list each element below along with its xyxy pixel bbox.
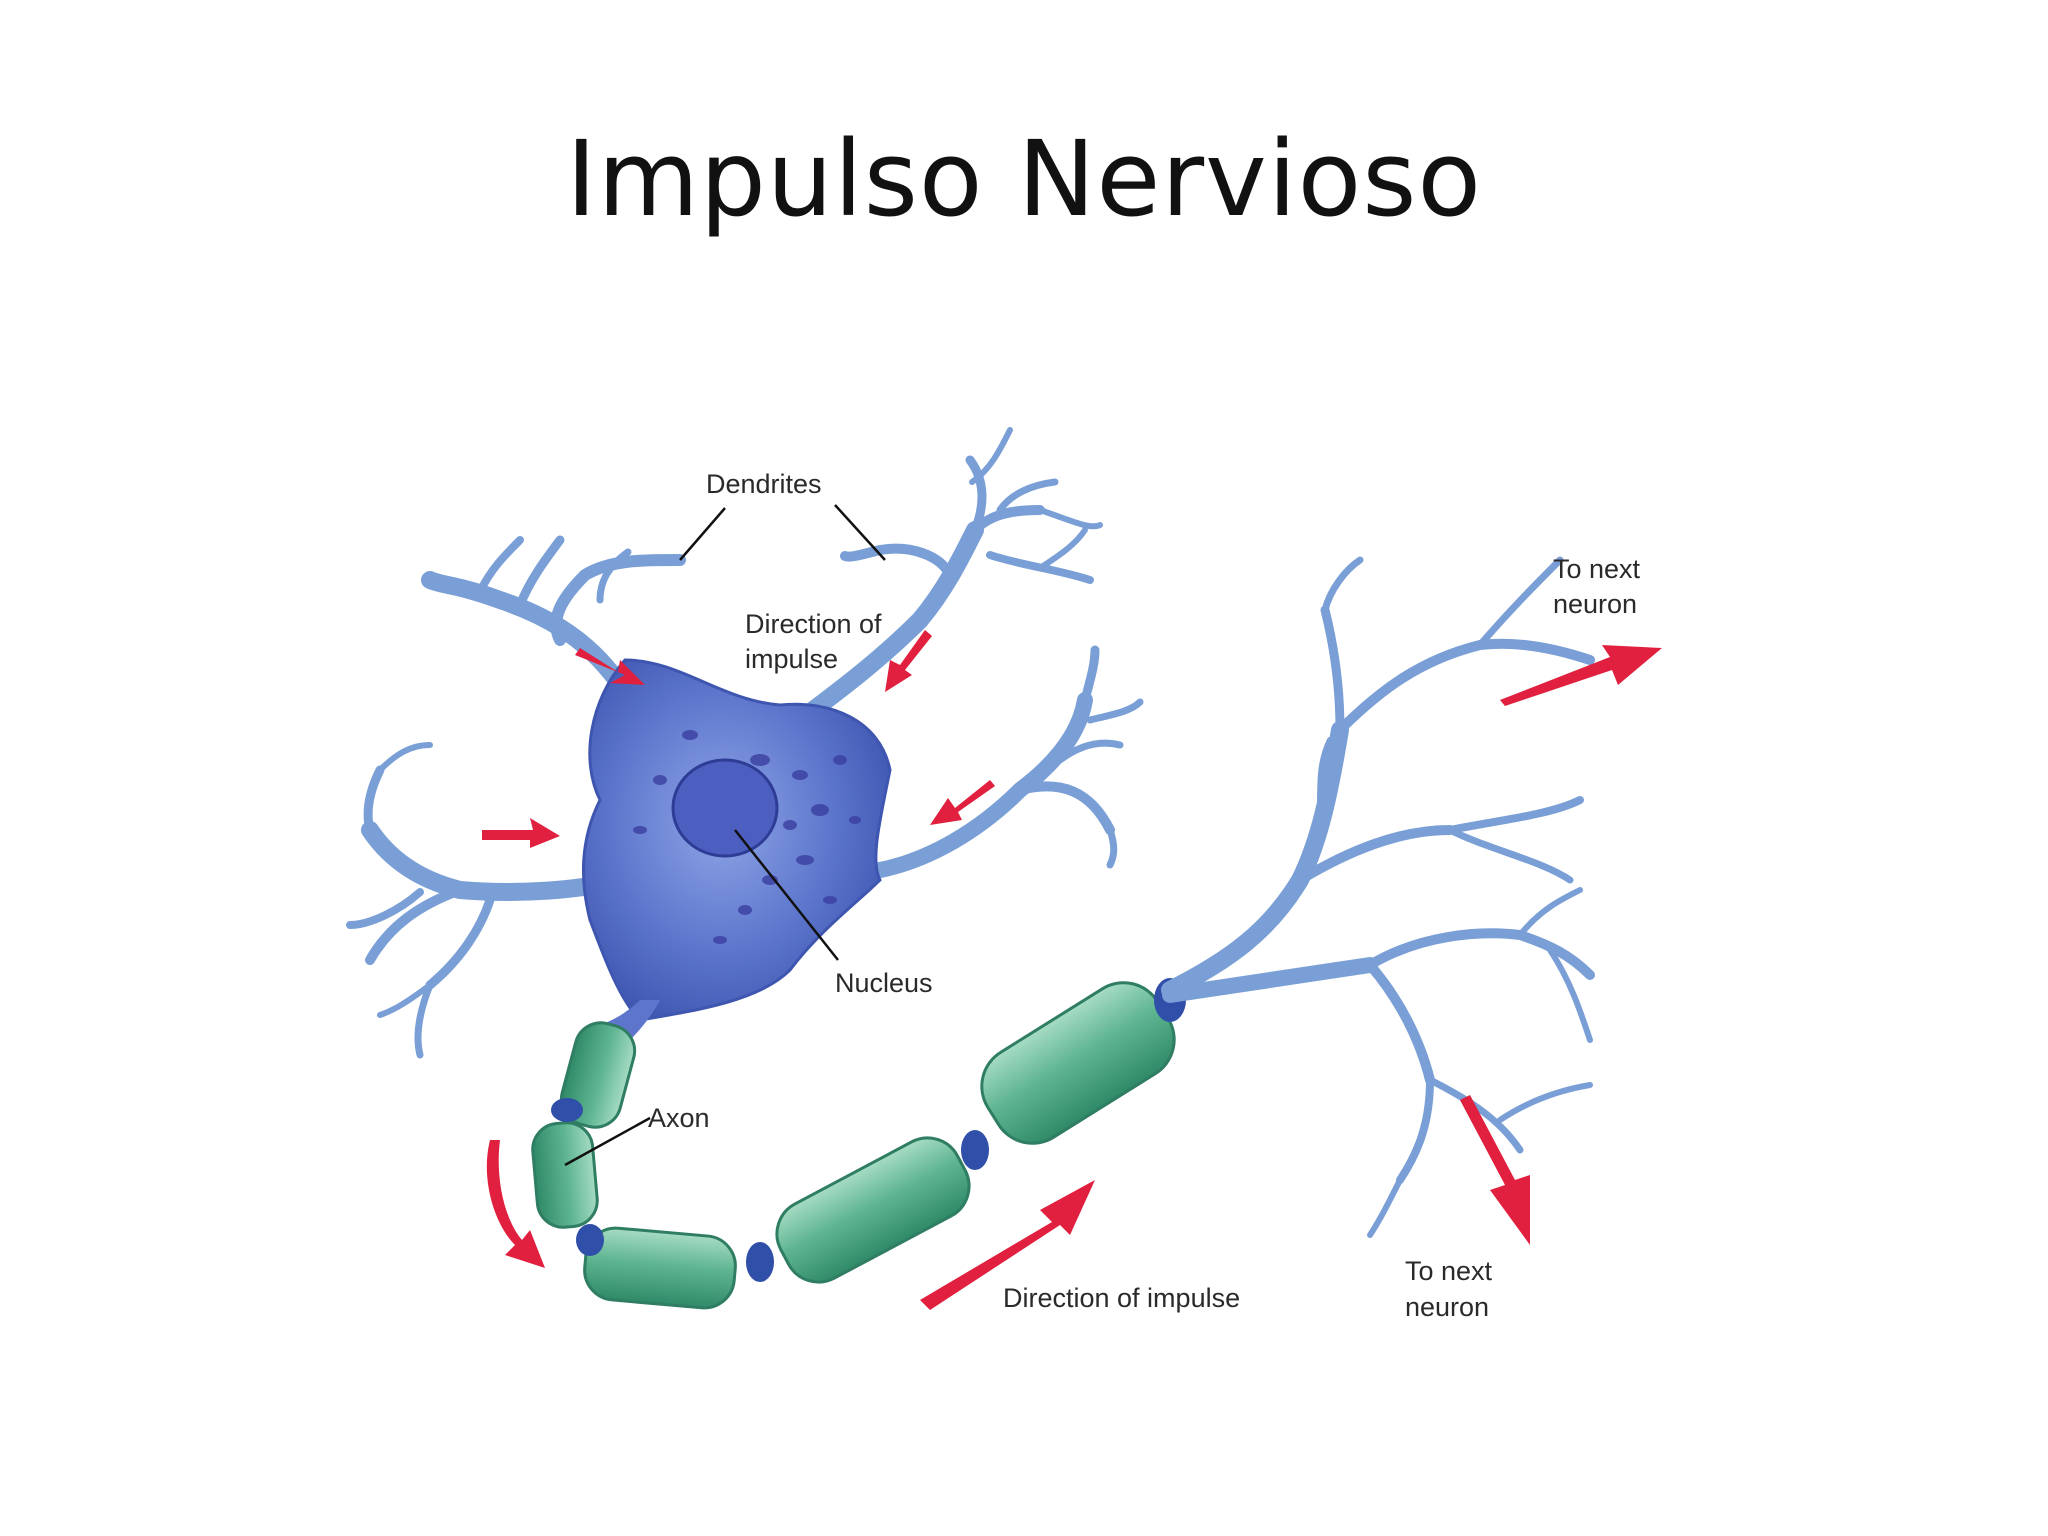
label-next-neuron-bottom: neuron (1405, 1292, 1489, 1322)
label-next-neuron-bottom: To next (1405, 1256, 1493, 1286)
arrow-icon (1460, 1095, 1530, 1245)
impulse-arrows (482, 630, 1662, 1310)
myelin-segment (775, 1136, 971, 1284)
node-of-ranvier (551, 1098, 583, 1122)
label-axon: Axon (648, 1103, 710, 1133)
label-dendrites: Dendrites (706, 469, 822, 499)
node-of-ranvier (961, 1130, 989, 1170)
label-direction-top: impulse (745, 644, 838, 674)
arrow-icon (930, 780, 995, 825)
node-of-ranvier (576, 1224, 604, 1256)
arrow-icon (482, 818, 560, 848)
leader-lines (564, 504, 886, 1167)
axon (531, 978, 1186, 1310)
axon-terminals (1161, 556, 1595, 1238)
label-direction-bottom: Direction of impulse (1003, 1283, 1240, 1313)
label-next-neuron-top: To next (1553, 554, 1641, 584)
arrow-icon (486, 1140, 545, 1268)
label-nucleus: Nucleus (835, 968, 933, 998)
arrow-icon (920, 1180, 1095, 1310)
nucleus (671, 758, 779, 858)
myelin-segment (583, 1226, 737, 1310)
slide-title: Impulso Nervioso (565, 118, 1483, 240)
arrow-icon (1500, 645, 1662, 706)
myelin-segment (559, 1021, 637, 1129)
dendrites (346, 427, 1144, 1059)
arrow-icon (885, 630, 932, 692)
label-direction-top: Direction of (745, 609, 882, 639)
nissl-bodies (633, 730, 861, 944)
node-of-ranvier (746, 1242, 774, 1282)
label-next-neuron-top: neuron (1553, 589, 1637, 619)
myelin-segment (531, 1121, 599, 1229)
arrow-icon (575, 648, 645, 685)
